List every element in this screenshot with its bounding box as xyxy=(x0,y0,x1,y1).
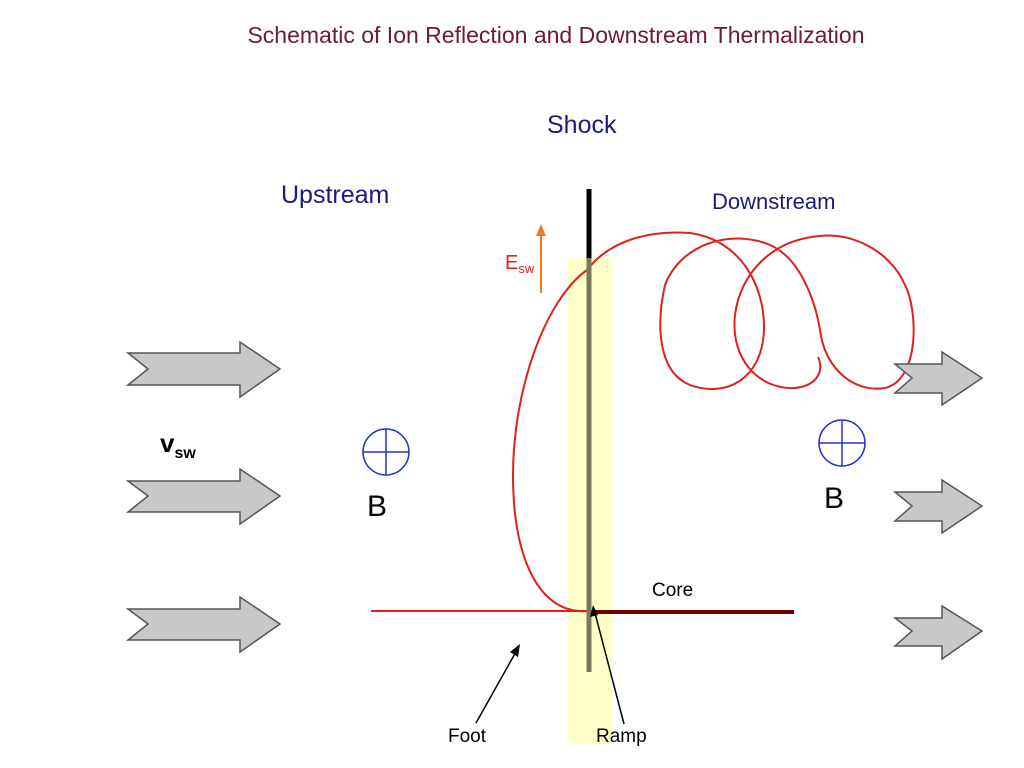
downstream-label: Downstream xyxy=(712,189,836,214)
ion-trajectory xyxy=(511,231,915,613)
ramp-pointer-line xyxy=(594,612,625,725)
magnetic-field-right-icon xyxy=(818,419,866,467)
solar-wind-velocity-label: vsw xyxy=(160,428,196,462)
ramp-pointer-arrowhead-icon xyxy=(590,605,598,617)
inflow-arrow-icon xyxy=(125,595,282,654)
upstream-label: Upstream xyxy=(281,181,390,209)
magnetic-field-left-icon xyxy=(362,428,410,476)
outflow-arrow-icon xyxy=(892,350,984,407)
b-field-label-left: B xyxy=(367,490,388,523)
shock-label: Shock xyxy=(547,111,617,139)
inflow-arrow-icon xyxy=(125,467,282,526)
efield-label: Esw xyxy=(505,252,535,276)
inflow-arrow-icon xyxy=(125,340,282,399)
core-label: Core xyxy=(652,580,694,601)
outflow-arrow-icon xyxy=(892,478,984,535)
b-field-label-right: B xyxy=(824,482,845,515)
ramp-label: Ramp xyxy=(596,726,647,747)
foot-pointer-arrowhead-icon xyxy=(510,644,520,657)
outflow-arrow-icon xyxy=(892,604,984,661)
efield-arrow-icon xyxy=(536,224,546,236)
diagram-title: Schematic of Ion Reflection and Downstre… xyxy=(247,22,865,48)
foot-label: Foot xyxy=(448,726,487,747)
foot-pointer-line xyxy=(475,649,518,724)
